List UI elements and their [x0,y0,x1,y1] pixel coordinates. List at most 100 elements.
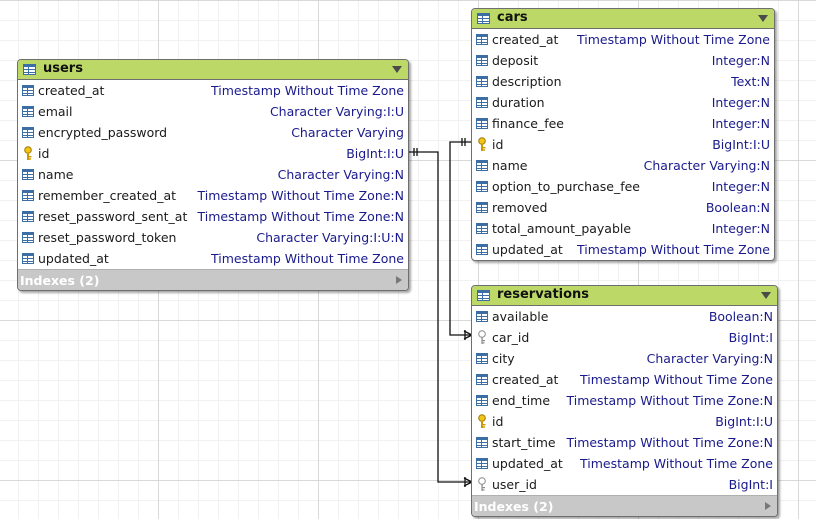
column-row-description[interactable]: description Text:N [472,71,774,92]
primary-key-icon [478,414,486,428]
column-name: description [492,74,562,89]
column-row-finance-fee[interactable]: finance_fee Integer:N [472,113,774,134]
column-type: BigInt:I [728,477,773,492]
column-icon [476,97,488,108]
column-icon [22,127,34,138]
indexes-bar[interactable]: Indexes (2) [472,495,777,516]
column-row-start-time[interactable]: start_time Timestamp Without Time Zone:N [472,432,777,453]
column-type: Timestamp Without Time Zone [577,242,770,257]
column-icon [476,395,488,406]
column-row-name[interactable]: name Character Varying:N [472,155,774,176]
column-icon [22,211,34,222]
column-name: finance_fee [492,116,564,131]
collapse-caret-icon[interactable] [758,15,768,22]
primary-key-icon [24,146,32,160]
column-name: updated_at [492,242,563,257]
column-type: Timestamp Without Time Zone:N [566,435,773,450]
column-type: Boolean:N [705,200,770,215]
column-type: Timestamp Without Time Zone:N [197,209,404,224]
column-name: name [492,158,528,173]
column-row-user-id[interactable]: user_id BigInt:I [472,474,777,495]
column-name: updated_at [492,456,563,471]
column-name: start_time [492,435,556,450]
column-type: BigInt:I:U [715,414,773,429]
table-header[interactable]: users [18,60,408,80]
column-name: id [492,414,504,429]
indexes-label: Indexes (2) [474,499,554,514]
column-name: updated_at [38,251,109,266]
column-row-removed[interactable]: removed Boolean:N [472,197,774,218]
column-icon [476,353,488,364]
column-type: Integer:N [711,179,770,194]
column-name: reset_password_sent_at [38,209,188,224]
column-icon [22,190,34,201]
column-type: Character Varying:I:U [269,104,404,119]
column-row-created-at[interactable]: created_at Timestamp Without Time Zone [472,369,777,390]
column-icon [22,169,34,180]
column-icon [476,458,488,469]
table-header[interactable]: reservations [472,286,777,306]
column-name: available [492,309,549,324]
column-icon [22,85,34,96]
column-type: Integer:N [711,116,770,131]
collapse-caret-icon[interactable] [392,66,402,73]
column-name: created_at [38,83,105,98]
column-name: deposit [492,53,539,68]
column-icon [476,160,488,171]
column-name: car_id [492,330,530,345]
column-icon [476,34,488,45]
column-type: Timestamp Without Time Zone:N [197,188,404,203]
column-row-updated-at[interactable]: updated_at Timestamp Without Time Zone [472,239,774,260]
expand-arrow-icon[interactable] [396,276,402,284]
table-header[interactable]: cars [472,9,774,29]
column-name: created_at [492,372,559,387]
column-name: id [492,137,504,152]
collapse-caret-icon[interactable] [761,292,771,299]
column-type: Timestamp Without Time Zone [580,372,773,387]
column-name: user_id [492,477,537,492]
column-icon [476,311,488,322]
column-row-updated-at[interactable]: updated_at Timestamp Without Time Zone [18,248,408,269]
column-icon [22,253,34,264]
column-type: Text:N [731,74,770,89]
column-type: Character Varying:N [643,158,770,173]
column-type: BigInt:I:U [346,146,404,161]
column-type: Timestamp Without Time Zone [211,251,404,266]
column-icon [476,374,488,385]
column-name: created_at [492,32,559,47]
column-icon [22,106,34,117]
indexes-bar[interactable]: Indexes (2) [18,269,408,290]
column-type: Character Varying [291,125,404,140]
column-type: Timestamp Without Time Zone:N [566,393,773,408]
column-name: removed [492,200,548,215]
column-type: Integer:N [711,95,770,110]
indexes-label: Indexes (2) [20,273,100,288]
expand-arrow-icon[interactable] [765,502,771,510]
column-name: reset_password_token [38,230,177,245]
column-row-id[interactable]: id BigInt:I:U [472,411,777,432]
column-row-reset-password-sent-at[interactable]: reset_password_sent_at Timestamp Without … [18,206,408,227]
column-icon [476,118,488,129]
